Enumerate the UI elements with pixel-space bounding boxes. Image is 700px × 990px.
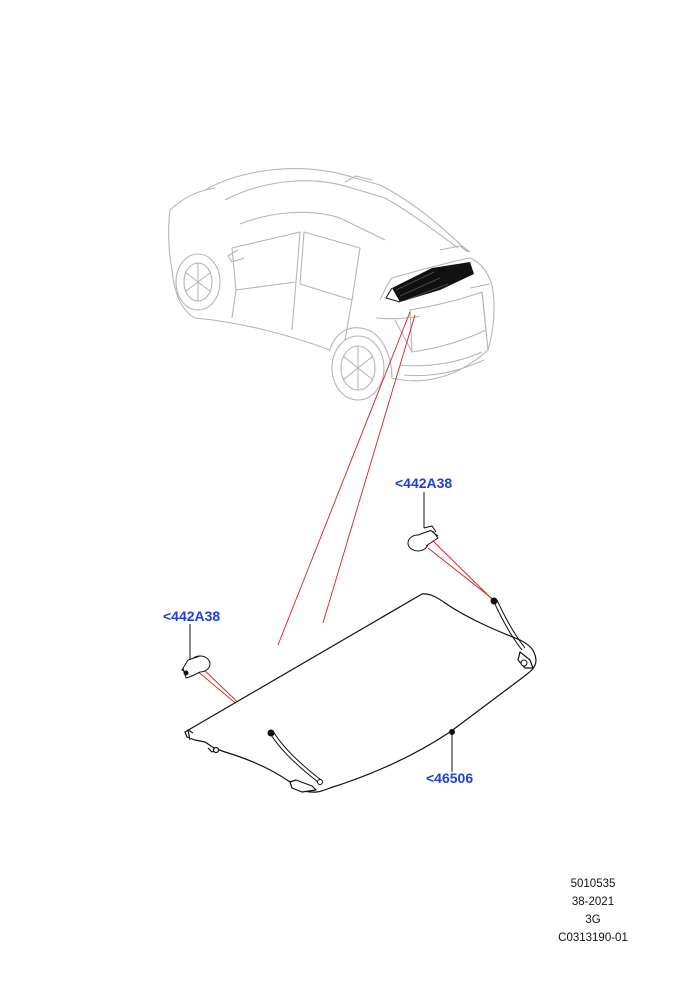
reference-line-4: C0313190-01	[558, 932, 628, 944]
clip-top-part[interactable]	[407, 525, 439, 552]
load-space-cover-panel[interactable]	[184, 593, 537, 793]
reference-line-1: 5010535	[570, 878, 616, 890]
highlighted-parcel-shelf	[385, 262, 474, 303]
reference-line-2: 38-2021	[571, 896, 615, 908]
callout-clip-top[interactable]: <442A38	[395, 475, 453, 491]
red-leader-lines	[195, 311, 497, 736]
reference-line-3: 3G	[585, 914, 601, 926]
vehicle-illustration	[168, 168, 495, 401]
clip-left-part[interactable]	[181, 655, 211, 679]
panel-cords	[267, 597, 528, 785]
callout-pointer-lines	[189, 492, 455, 772]
callout-panel[interactable]: <46506	[426, 770, 474, 786]
callout-clip-left[interactable]: <442A38	[163, 608, 221, 624]
